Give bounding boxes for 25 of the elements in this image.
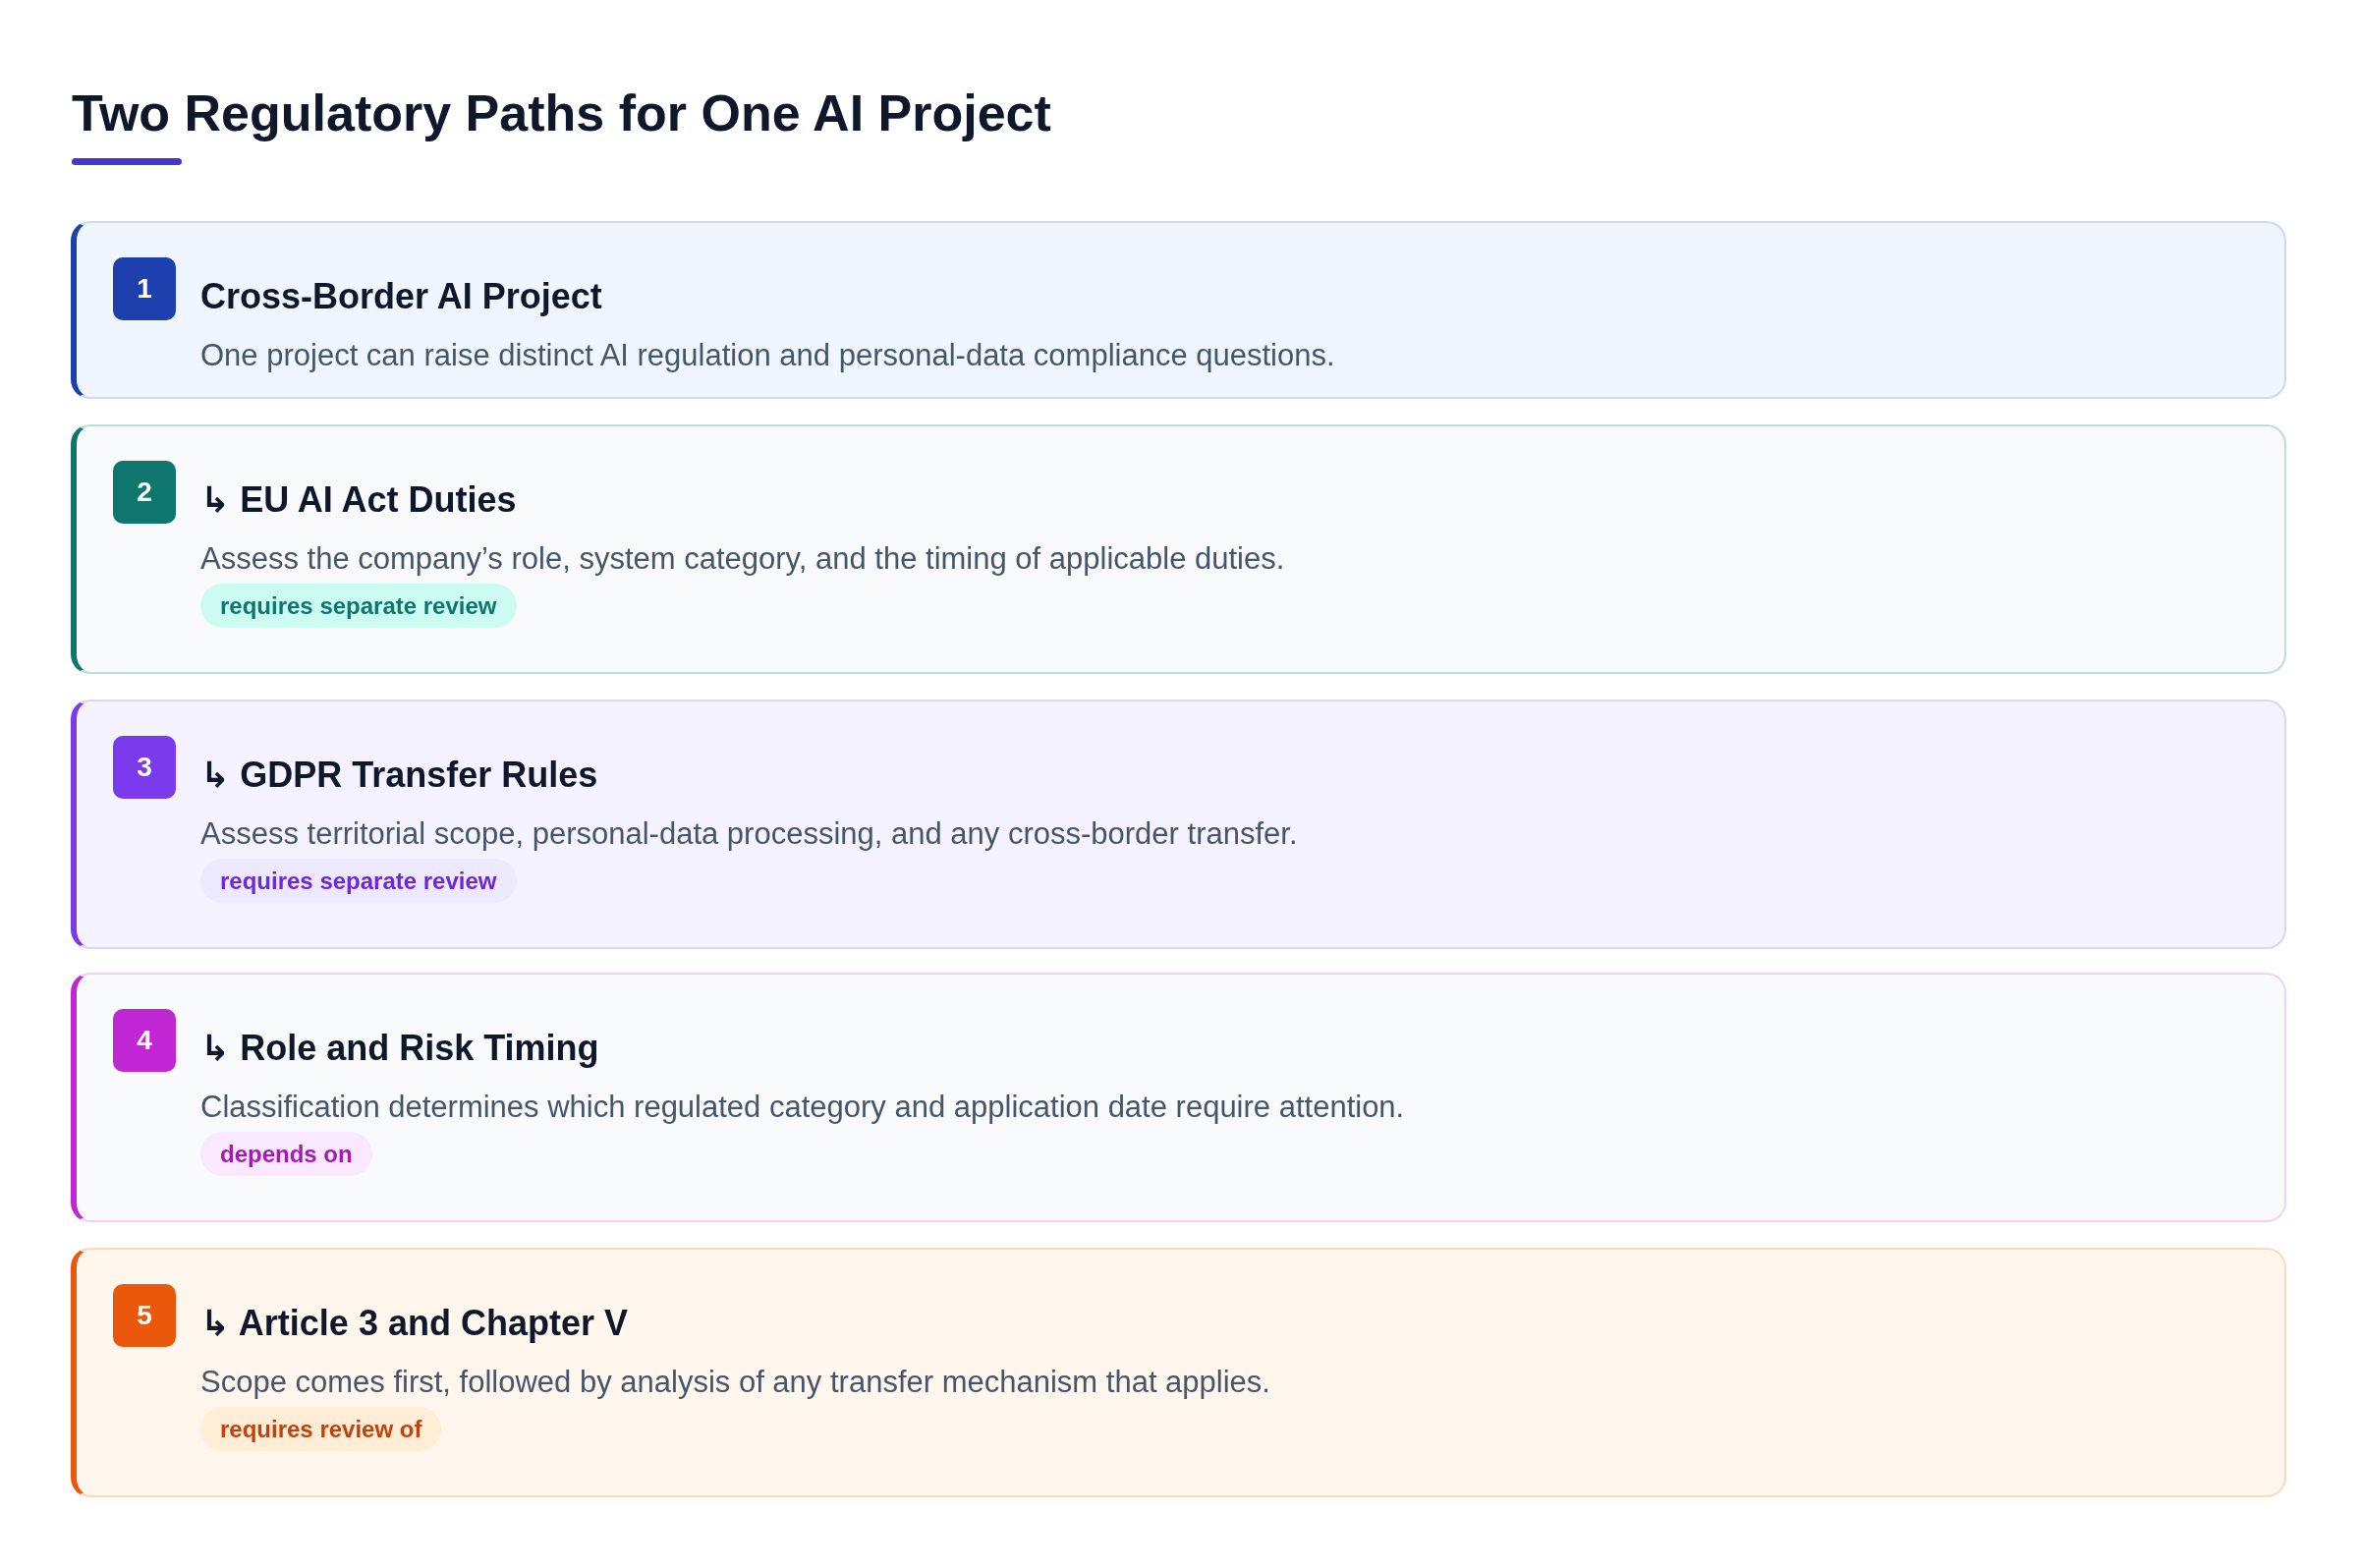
step-description: Classification determines which regulated category and application date require attention. (200, 1089, 1405, 1126)
step-card (71, 221, 2286, 399)
step-heading: Cross-Border AI Project (200, 275, 602, 318)
step-heading: ↳ EU AI Act Duties (200, 478, 517, 522)
relation-tag: requires separate review (200, 584, 517, 628)
step-card (71, 973, 2286, 1222)
step-number: 2 (113, 461, 176, 524)
step-number: 3 (113, 736, 176, 799)
step-description: Assess territorial scope, personal-data processing, and any cross-border transfer. (200, 815, 1298, 853)
relation-tag: requires review of (200, 1407, 442, 1451)
step-card (71, 700, 2286, 949)
step-number: 5 (113, 1284, 176, 1347)
diagram-title: Two Regulatory Paths for One AI Project (72, 84, 1051, 143)
step-card (71, 1248, 2286, 1497)
relation-tag: depends on (200, 1132, 372, 1176)
step-card (71, 424, 2286, 674)
step-heading: ↳ Article 3 and Chapter V (200, 1302, 628, 1345)
step-description: Scope comes first, followed by analysis of any transfer mechanism that applies. (200, 1364, 1270, 1401)
step-heading: ↳ GDPR Transfer Rules (200, 754, 598, 797)
step-heading: ↳ Role and Risk Timing (200, 1027, 599, 1070)
step-number: 1 (113, 257, 176, 320)
step-number: 4 (113, 1009, 176, 1072)
relation-tag: requires separate review (200, 859, 517, 903)
step-description: Assess the company’s role, system category, and the timing of applicable duties. (200, 540, 1285, 578)
step-description: One project can raise distinct AI regulation and personal-data compliance questions. (200, 337, 1335, 374)
